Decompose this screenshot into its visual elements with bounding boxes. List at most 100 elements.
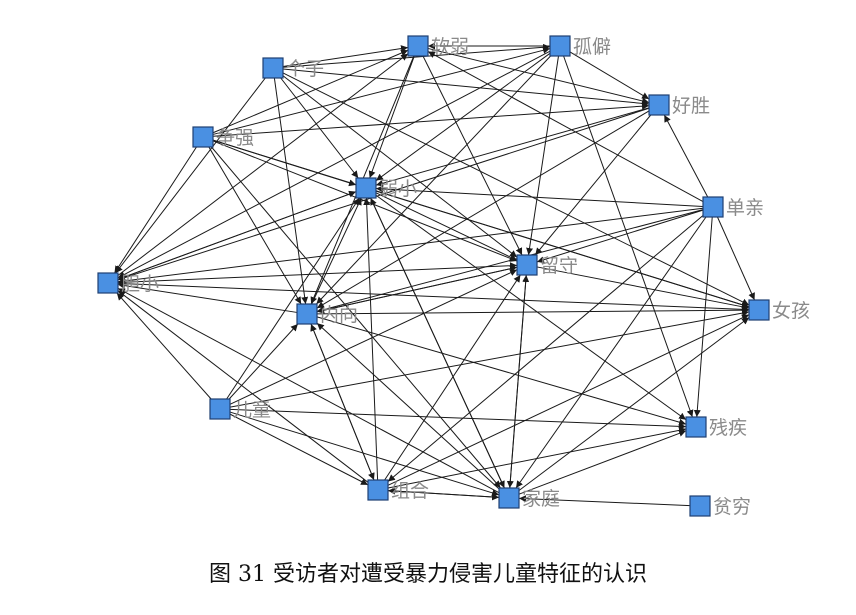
edge-ruoxiao-canji — [375, 194, 687, 421]
node-guanpi: 孤僻 — [549, 35, 611, 58]
edge-danxiao-ruanruo — [117, 53, 409, 276]
edge-danqin-ruoxiao — [375, 185, 704, 207]
edge-ertong-canji — [229, 408, 687, 430]
edge-guanpi-danxiao — [117, 50, 551, 279]
edge-neixiang-liushou — [316, 265, 518, 313]
edge-ruanruo-liushou — [422, 55, 523, 256]
node-ruanruo: 软弱 — [407, 35, 469, 58]
edge-gezi-guanpi — [282, 43, 551, 68]
node-layer: 软弱孤僻个子好胜争强弱小单亲留守胆小女孩内向儿童残疾组合家庭贫穷 — [97, 35, 810, 518]
node-label-zuhe: 组合 — [391, 480, 429, 502]
node-box-ertong — [209, 398, 231, 420]
edge-zuhe-liushou — [384, 274, 521, 481]
node-box-zhengqiang — [192, 126, 214, 148]
node-label-nvhai: 女孩 — [772, 300, 810, 322]
edge-ertong-ruoxiao — [226, 197, 360, 400]
edge-danqin-neixiang — [316, 209, 704, 313]
edge-zuhe-ruoxiao — [363, 197, 379, 481]
node-haosheng: 好胜 — [648, 94, 710, 117]
edge-layer — [114, 42, 755, 507]
edge-haosheng-neixiang — [316, 110, 650, 309]
edge-zuhe-danxiao — [117, 290, 369, 483]
edge-ertong-neixiang — [228, 323, 299, 400]
node-danxiao: 胆小 — [97, 272, 159, 295]
node-box-zuhe — [367, 479, 389, 501]
edge-jiating-ruoxiao — [370, 197, 505, 489]
edge-jiating-canji — [518, 430, 687, 495]
edge-ruoxiao-liushou — [375, 192, 518, 261]
edge-zuhe-neixiang — [310, 323, 375, 481]
edge-ertong-nvhai — [229, 309, 750, 408]
node-box-jiating — [498, 487, 520, 509]
node-liushou: 留守 — [516, 254, 578, 277]
edge-neixiang-danxiao — [117, 282, 298, 313]
node-box-guanpi — [549, 35, 571, 57]
node-box-danxiao — [97, 272, 119, 294]
edge-ertong-danxiao — [116, 292, 212, 400]
edge-danqin-danxiao — [117, 207, 704, 285]
edge-zhengqiang-ruanruo — [212, 49, 409, 134]
edge-ruanruo-haosheng — [427, 47, 650, 105]
node-canji: 残疾 — [685, 416, 747, 439]
edge-jiating-danxiao — [117, 287, 500, 494]
node-label-pinqiong: 贫穷 — [713, 496, 751, 518]
node-label-jiating: 家庭 — [522, 488, 560, 510]
edge-gezi-ruanruo — [282, 45, 409, 67]
edge-zhengqiang-liushou — [212, 140, 518, 262]
node-label-danxiao: 胆小 — [121, 273, 159, 295]
node-box-liushou — [516, 254, 538, 276]
edge-gezi-liushou — [282, 75, 518, 258]
edge-danqin-liushou — [536, 209, 704, 264]
edge-gezi-danxiao — [115, 77, 266, 274]
edge-jiating-zuhe — [387, 487, 500, 498]
node-label-guanpi: 孤僻 — [573, 36, 611, 58]
node-jiating: 家庭 — [498, 487, 560, 510]
node-pinqiong: 贫穷 — [689, 495, 751, 518]
node-zuhe: 组合 — [367, 479, 429, 502]
edge-zhengqiang-danxiao — [114, 146, 197, 274]
edge-zhengqiang-haosheng — [212, 102, 650, 137]
node-ruoxiao: 弱小 — [355, 177, 417, 200]
node-neixiang: 内向 — [296, 303, 358, 326]
node-box-danqin — [702, 196, 724, 218]
edge-zuhe-nvhai — [387, 314, 750, 486]
edge-jiating-neixiang — [316, 322, 500, 490]
edge-haosheng-liushou — [534, 114, 652, 256]
edge-haosheng-ruoxiao — [375, 107, 650, 187]
edge-zhengqiang-neixiang — [208, 146, 302, 305]
edge-guanpi-haosheng — [569, 51, 650, 100]
node-label-haosheng: 好胜 — [672, 95, 710, 117]
edge-neixiang-ruoxiao — [311, 197, 362, 305]
edge-danxiao-ruoxiao — [117, 190, 357, 280]
edge-danqin-haosheng — [663, 114, 709, 198]
edge-ertong-zuhe — [229, 413, 369, 486]
edge-zuhe-canji — [387, 426, 687, 489]
node-zhengqiang: 争强 — [192, 126, 254, 149]
edge-jiating-liushou — [509, 274, 530, 489]
node-label-ertong: 儿童 — [233, 399, 271, 421]
figure-caption: 图 31 受访者对遭受暴力侵害儿童特征的认识 — [209, 562, 647, 587]
node-danqin: 单亲 — [702, 196, 764, 219]
node-box-ruanruo — [407, 35, 429, 57]
node-box-pinqiong — [689, 495, 711, 517]
edge-gezi-ruoxiao — [280, 77, 359, 179]
node-box-haosheng — [648, 94, 670, 116]
node-box-canji — [685, 416, 707, 438]
network-diagram: 软弱孤僻个子好胜争强弱小单亲留守胆小女孩内向儿童残疾组合家庭贫穷 — [97, 35, 810, 518]
node-box-nvhai — [748, 299, 770, 321]
edge-ertong-jiating — [229, 411, 500, 497]
node-box-gezi — [262, 57, 284, 79]
edge-haosheng-danxiao — [117, 107, 650, 281]
node-ertong: 儿童 — [209, 398, 271, 421]
node-box-neixiang — [296, 303, 318, 325]
edge-zhengqiang-guanpi — [212, 46, 551, 135]
node-nvhai: 女孩 — [748, 299, 810, 322]
edge-gezi-neixiang — [273, 77, 309, 305]
edge-danqin-jiating — [515, 216, 707, 489]
node-label-canji: 残疾 — [709, 417, 747, 439]
node-label-liushou: 留守 — [540, 255, 578, 277]
node-box-ruoxiao — [355, 177, 377, 199]
edge-danqin-zuhe — [387, 215, 704, 482]
node-label-neixiang: 内向 — [320, 304, 358, 326]
edge-danqin-nvhai — [717, 216, 755, 301]
